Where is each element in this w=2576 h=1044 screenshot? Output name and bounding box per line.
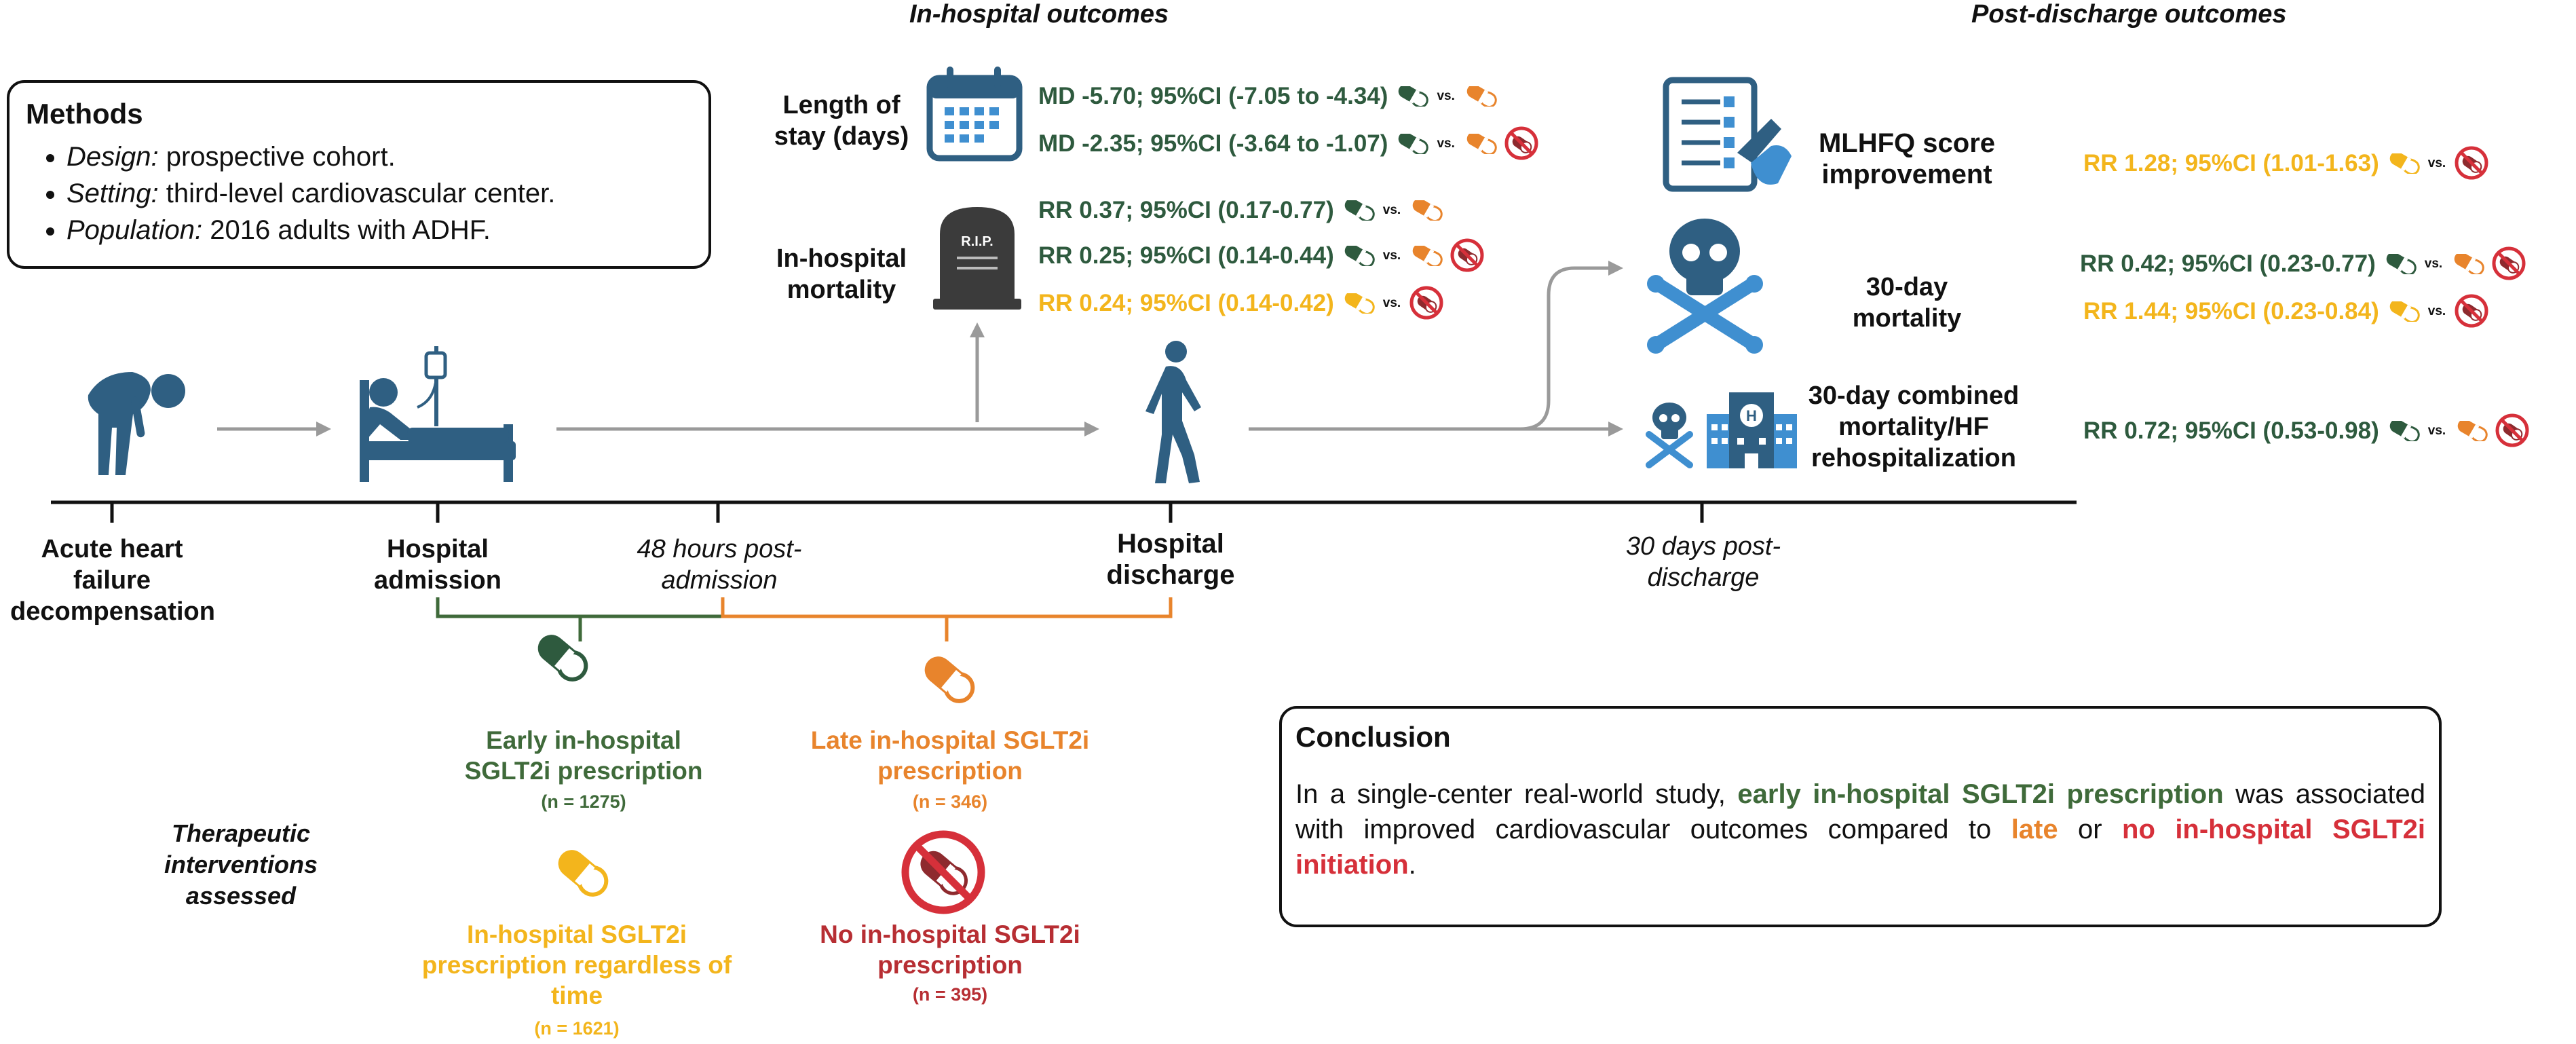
conclusion-title: Conclusion <box>1295 721 1451 753</box>
none-n: (n = 395) <box>912 984 988 1005</box>
conclusion-box: Conclusion In a single-center real-world… <box>1279 706 2442 927</box>
late-pill-icon <box>2454 421 2488 441</box>
rip-text: R.I.P. <box>961 234 993 249</box>
no-pill-icon <box>2495 413 2531 449</box>
calendar-icon <box>926 67 1023 162</box>
regardless-label: In-hospital SGLT2i prescription regardle… <box>421 920 732 1009</box>
methods-item: Design: prospective cohort. <box>67 138 692 175</box>
no-pill-icon <box>1504 126 1540 162</box>
mortality-stat-3: RR 0.24; 95%CI (0.14-0.42) vs. <box>1038 285 1445 322</box>
timeline-acute-hf: Acute heart failure decompensation <box>10 535 215 626</box>
skull-hospital-icon: H <box>1646 392 1797 468</box>
conclusion-text: In a single-center real-world study, ear… <box>1295 779 2426 880</box>
timeline-discharge: Hospital discharge <box>1106 529 1235 590</box>
skull-crossbones-icon <box>1647 219 1763 354</box>
regardless-n: (n = 1621) <box>534 1018 620 1039</box>
late-pill-icon <box>1463 86 1497 107</box>
no-pill-icon <box>1450 238 1486 274</box>
los-stat-early-vs-late-none: MD -2.35; 95%CI (-3.64 to -1.07) vs. <box>1038 126 1540 162</box>
methods-item: Population: 2016 adults with ADHF. <box>67 212 692 248</box>
no-pill-icon <box>1409 285 1445 322</box>
methods-item: Setting: third-level cardiovascular cent… <box>67 175 692 212</box>
early-pill-icon <box>1341 246 1375 266</box>
timeline-48h: 48 hours post-admission <box>637 535 802 595</box>
regardless-pill-icon <box>2386 301 2420 322</box>
late-pill-icon <box>2450 254 2485 274</box>
none-label: No in-hospital SGLT2i prescription <box>820 920 1080 979</box>
methods-box: Methods Design: prospective cohort. Sett… <box>7 80 711 269</box>
late-pill-icon <box>1463 134 1497 154</box>
timeline-30d: 30 days post-discharge <box>1625 532 1781 592</box>
late-pill-icon <box>1409 246 1443 266</box>
late-pill-icon <box>1409 200 1443 221</box>
mlhfq-stat: RR 1.28; 95%CI (1.01-1.63) vs. <box>2083 145 2490 182</box>
early-n: (n = 1275) <box>541 791 626 812</box>
early-pill-icon <box>1341 200 1375 221</box>
early-pill-icon <box>1395 134 1429 154</box>
checklist-icon <box>1663 77 1792 192</box>
late-pill-icon <box>924 656 975 703</box>
mortality-30d-stat-1: RR 0.42; 95%CI (0.23-0.77) vs. <box>2080 246 2528 282</box>
methods-list: Design: prospective cohort. Setting: thi… <box>26 138 692 248</box>
mortality-stat-1: RR 0.37; 95%CI (0.17-0.77) vs. <box>1038 197 1443 224</box>
early-pill-icon <box>2386 421 2420 441</box>
los-label: Length of stay (days) <box>774 91 909 151</box>
regardless-pill-icon <box>1341 293 1375 314</box>
timeline-admission: Hospital admission <box>374 535 501 595</box>
early-pill-icon <box>1395 86 1429 107</box>
mortality-30d-stat-2: RR 1.44; 95%CI (0.23-0.84) vs. <box>2083 293 2490 330</box>
no-pill-icon <box>2454 145 2490 182</box>
no-pill-icon <box>901 830 985 914</box>
early-pill-icon <box>537 635 588 682</box>
tombstone-icon <box>933 207 1021 310</box>
person-bent-icon <box>88 372 185 475</box>
methods-title: Methods <box>26 98 143 130</box>
regardless-pill-icon <box>2386 153 2420 174</box>
walking-person-icon <box>1145 341 1201 483</box>
in-hospital-mortality-label: In-hospital mortality <box>776 244 907 304</box>
early-pill-icon <box>2383 254 2417 274</box>
svg-text:H: H <box>1746 407 1757 424</box>
mlhfq-label: MLHFQ score improvement <box>1818 128 1996 189</box>
combined-label: 30-day combined mortality/HF rehospitali… <box>1808 381 2020 472</box>
no-pill-icon <box>2454 293 2490 330</box>
post-discharge-heading: Post-discharge outcomes <box>1971 0 2287 29</box>
late-label: Late in-hospital SGLT2i prescription <box>810 726 1090 785</box>
interventions-heading: Therapeutic interventions assessed <box>164 819 318 910</box>
regardless-pill-icon <box>558 850 609 897</box>
los-stat-early-vs-late: MD -5.70; 95%CI (-7.05 to -4.34) vs. <box>1038 83 1497 110</box>
late-n: (n = 346) <box>912 791 988 812</box>
mortality-stat-2: RR 0.25; 95%CI (0.14-0.44) vs. <box>1038 238 1486 274</box>
in-hospital-heading: In-hospital outcomes <box>909 0 1169 29</box>
mortality-30d-label: 30-day mortality <box>1852 273 1962 333</box>
combined-stat: RR 0.72; 95%CI (0.53-0.98) vs. <box>2083 413 2531 449</box>
hospital-bed-icon <box>360 346 516 482</box>
no-pill-icon <box>2491 246 2528 282</box>
early-label: Early in-hospital SGLT2i prescription <box>464 726 703 785</box>
